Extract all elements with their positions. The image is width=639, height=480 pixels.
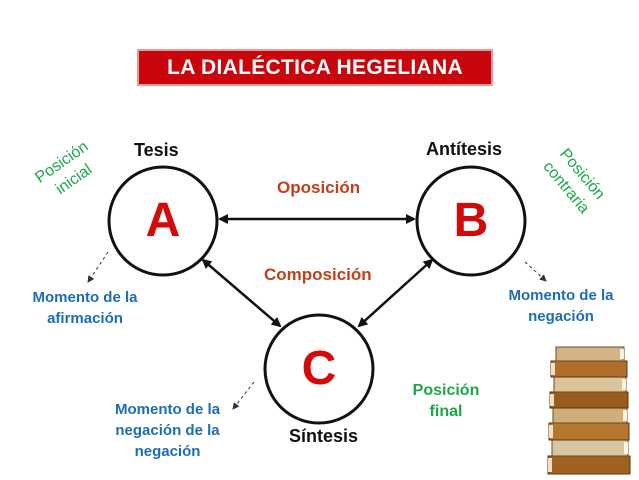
- node-c-letter: C: [301, 342, 337, 395]
- moment-affirmation-line1: Momento de la: [32, 289, 138, 306]
- node-b-name: Antítesis: [426, 139, 503, 159]
- moment-neg-neg-line3: negación: [134, 443, 201, 460]
- node-a-name: Tesis: [134, 140, 179, 160]
- pointer-neg-neg: [232, 381, 255, 410]
- node-a-circle: [107, 165, 219, 277]
- page-title: LA DIALÉCTICA HEGELIANA: [137, 49, 493, 86]
- moment-negation-label: Momento de la negación: [496, 285, 626, 327]
- moment-neg-neg-line1: Momento de la: [114, 401, 220, 418]
- moment-negation-line2: negación: [528, 308, 594, 325]
- stack-of-books-icon: [547, 346, 631, 475]
- moment-negation-line1: Momento de la: [508, 287, 614, 304]
- position-final-line1: Posición: [412, 382, 480, 399]
- moment-negation-of-negation-label: Momento de la negación de la negación: [100, 399, 235, 462]
- arrow-a-c: [201, 258, 282, 328]
- node-b-letter: B: [453, 194, 489, 247]
- moment-neg-neg-line2: negación de la: [115, 422, 220, 439]
- arrow-b-c: [357, 258, 434, 328]
- moment-affirmation-line2: afirmación: [47, 310, 123, 327]
- moment-affirmation-label: Momento de la afirmación: [20, 287, 150, 329]
- pointer-negation: [524, 261, 547, 282]
- position-final-line2: final: [429, 403, 463, 420]
- node-b-circle: [415, 165, 527, 277]
- pointer-affirmation: [87, 251, 109, 283]
- node-c-circle: [263, 313, 375, 425]
- relation-opposition-label: Oposición: [277, 178, 361, 197]
- node-a-letter: A: [145, 194, 181, 247]
- node-c-name: Síntesis: [289, 426, 359, 446]
- relation-composition-label: Composición: [264, 265, 372, 284]
- position-final-label: Posición final: [396, 380, 496, 422]
